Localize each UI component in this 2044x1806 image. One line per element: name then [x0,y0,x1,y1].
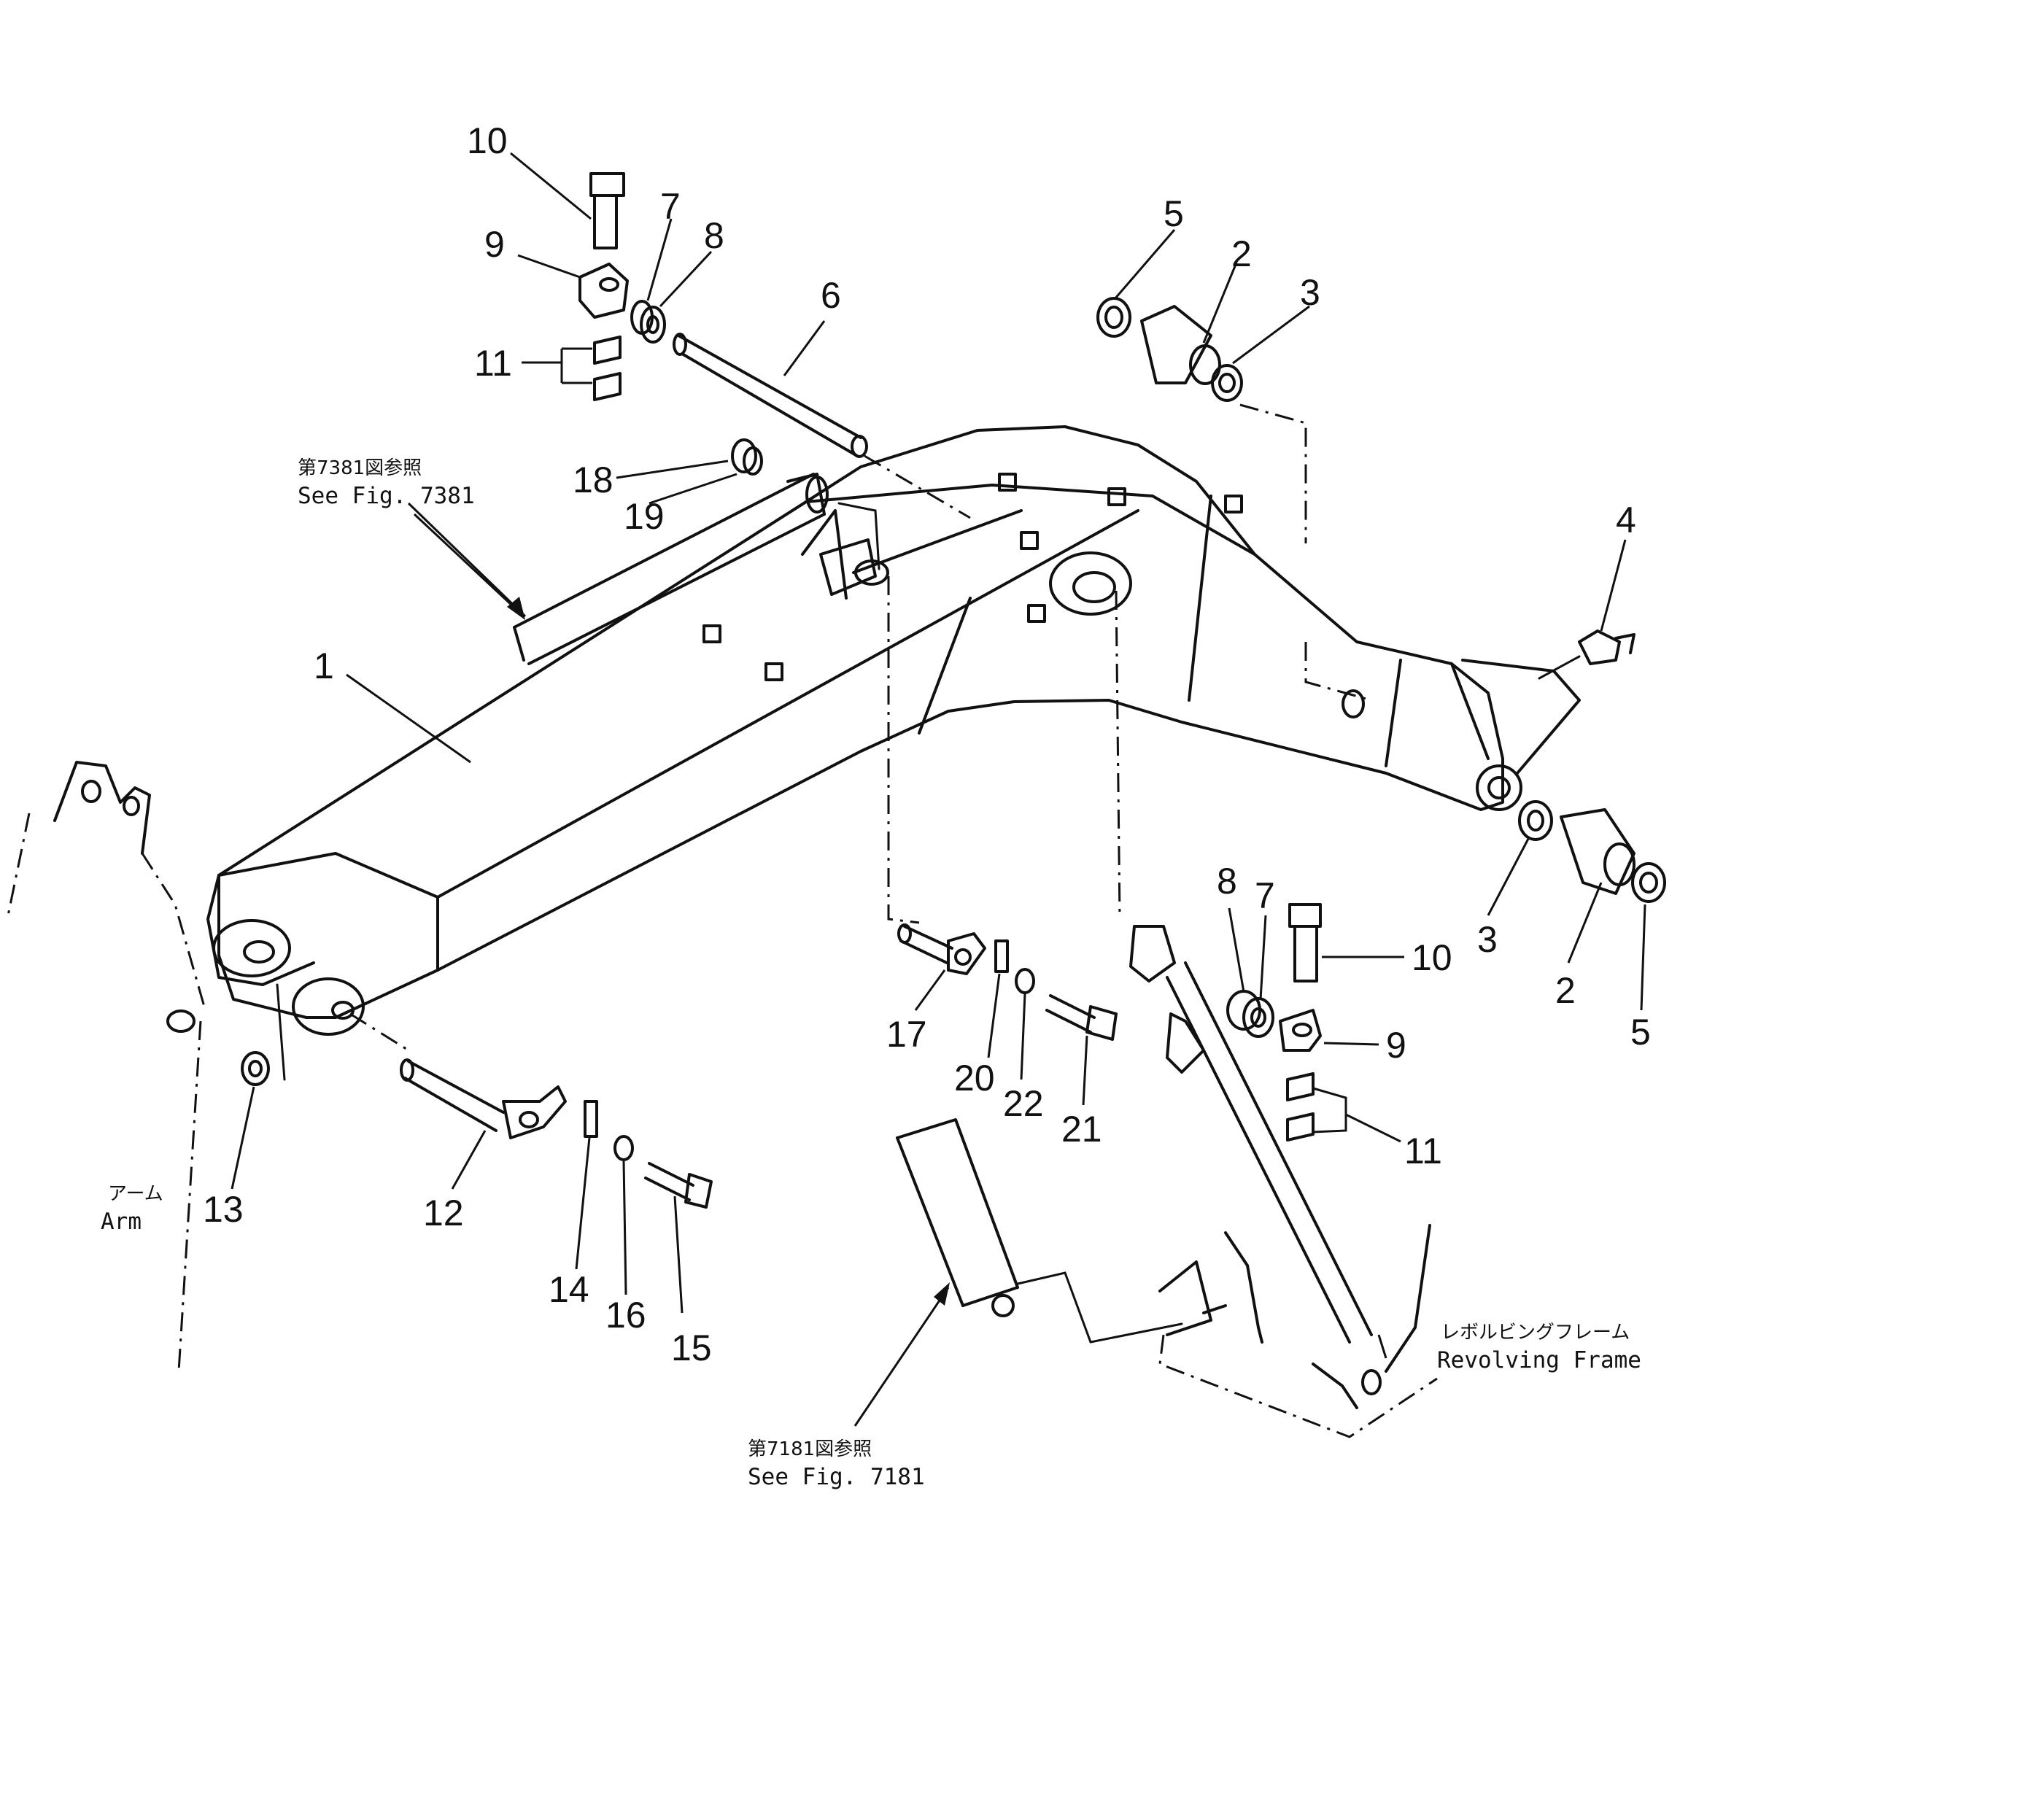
boom-cylinder-pin-parts [887,576,1118,1041]
top-pin-parts [578,172,971,519]
callout-8-top: 8 [704,215,724,256]
callout-11-top: 11 [474,343,512,384]
callout-3-top: 3 [1300,272,1320,313]
callout-7-top: 7 [660,186,681,227]
callout-6: 6 [821,275,841,316]
tip-pin-parts [241,1012,713,1209]
ref-fig7381-jp: 第7381図参照 [298,457,422,479]
ref-fig7181-en: See Fig. 7181 [748,1464,925,1490]
arm-outline [6,761,286,1372]
callout-11-bottom: 11 [1404,1131,1442,1171]
callout-20: 20 [954,1058,995,1098]
leader-lines [231,152,1646,1427]
callout-22: 22 [1003,1083,1044,1124]
ref-fig7381-en: See Fig. 7381 [298,483,475,509]
callout-10-bottom: 10 [1412,937,1452,978]
arm-label-en: Arm [101,1209,142,1235]
callout-1: 1 [314,646,334,686]
frame-label-en: Revolving Frame [1437,1347,1641,1373]
arm-cylinder [513,473,880,665]
callout-21: 21 [1061,1109,1102,1150]
callout-9-bottom: 9 [1386,1025,1406,1066]
callout-3-bottom: 3 [1477,919,1498,960]
frame-label-jp: レボルビングフレーム [1441,1322,1630,1344]
lower-cylinder-and-frame [896,1118,1438,1438]
callout-13: 13 [203,1189,244,1230]
arm-label-jp: アーム [108,1183,163,1205]
callout-18: 18 [573,460,613,500]
boom-body [206,425,1581,1036]
callout-2-top: 2 [1231,233,1252,274]
callout-8-bottom: 8 [1217,861,1237,902]
callout-5-bottom: 5 [1630,1012,1651,1053]
boom-cylinder-rod [1115,590,1373,1344]
callout-5-top: 5 [1164,193,1184,234]
callout-19: 19 [624,496,665,537]
callout-15: 15 [671,1328,712,1368]
ref-fig7181-jp: 第7181図参照 [748,1438,872,1460]
callout-16: 16 [605,1295,646,1336]
callout-12: 12 [423,1193,464,1233]
callout-2-bottom: 2 [1555,970,1576,1011]
reference-notes: 第7381図参照 See Fig. 7381 第7181図参照 See Fig.… [101,457,1641,1490]
callout-9-top: 9 [484,224,505,265]
callout-4: 4 [1616,500,1636,540]
callout-7-bottom: 7 [1255,875,1275,916]
callout-14: 14 [549,1269,589,1310]
callout-labels: 10 9 7 8 11 6 18 19 5 2 3 4 1 3 2 5 8 7 … [203,120,1651,1368]
callout-10-top: 10 [467,120,508,161]
foot-pin-bushings [1096,297,1666,903]
callout-17: 17 [886,1014,927,1055]
